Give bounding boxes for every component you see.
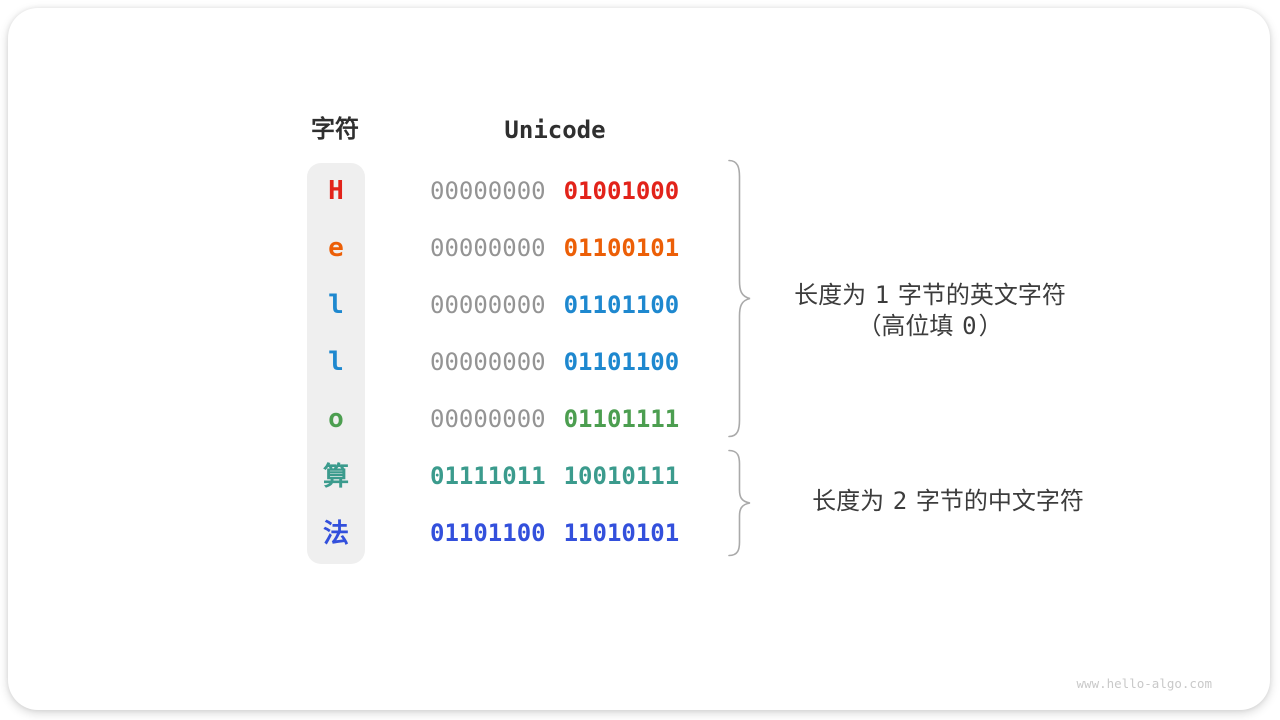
brace-path xyxy=(728,449,751,557)
annotation-chinese-chars: 长度为 2 字节的中文字符 xyxy=(770,486,1126,517)
column-header-unicode: Unicode xyxy=(504,116,606,144)
unicode-binary-cell: 00000000 01101100 xyxy=(430,288,679,322)
annotation-line: 长度为 1 字节的英文字符 xyxy=(794,281,1066,309)
low-byte: 01001000 xyxy=(563,177,680,205)
low-byte: 11010101 xyxy=(563,519,680,547)
table-row: l 00000000 01101100 xyxy=(0,345,1280,379)
table-row: o 00000000 01101111 xyxy=(0,402,1280,436)
character-cell: 法 xyxy=(322,518,349,548)
table-row: l 00000000 01101100 xyxy=(0,288,1280,322)
unicode-binary-cell: 00000000 01100101 xyxy=(430,231,679,265)
annotation-line: （高位填 0） xyxy=(857,312,1003,340)
character-cell: l xyxy=(328,347,344,377)
brace-english-group xyxy=(728,159,751,438)
high-byte: 01111011 xyxy=(430,462,546,490)
high-byte: 01101100 xyxy=(430,519,546,547)
high-byte: 00000000 xyxy=(430,348,546,376)
annotation-english-chars: 长度为 1 字节的英文字符 （高位填 0） xyxy=(770,280,1090,342)
annotation-line: 长度为 2 字节的中文字符 xyxy=(812,487,1084,515)
low-byte: 01101100 xyxy=(563,291,680,319)
high-byte: 00000000 xyxy=(430,405,546,433)
high-byte: 00000000 xyxy=(430,234,546,262)
character-cell: e xyxy=(328,233,344,263)
column-header-character: 字符 xyxy=(311,116,359,143)
character-cell: 算 xyxy=(322,461,349,491)
unicode-binary-cell: 00000000 01101111 xyxy=(430,402,679,436)
character-cell: l xyxy=(328,290,344,320)
character-column-background xyxy=(307,163,365,564)
table-row: 法 01101100 11010101 xyxy=(0,516,1280,550)
brace-path xyxy=(728,159,751,438)
brace-chinese-group xyxy=(728,449,751,557)
low-byte: 10010111 xyxy=(563,462,680,490)
low-byte: 01101100 xyxy=(563,348,680,376)
unicode-binary-cell: 01111011 10010111 xyxy=(430,459,679,493)
low-byte: 01101111 xyxy=(563,405,680,433)
character-cell: o xyxy=(328,404,344,434)
high-byte: 00000000 xyxy=(430,291,546,319)
unicode-binary-cell: 00000000 01101100 xyxy=(430,345,679,379)
table-row: H 00000000 01001000 xyxy=(0,174,1280,208)
low-byte: 01100101 xyxy=(563,234,680,262)
high-byte: 00000000 xyxy=(430,177,546,205)
table-row: e 00000000 01100101 xyxy=(0,231,1280,265)
unicode-binary-cell: 01101100 11010101 xyxy=(430,516,679,550)
diagram-card xyxy=(8,8,1270,710)
character-cell: H xyxy=(328,176,344,206)
unicode-binary-cell: 00000000 01001000 xyxy=(430,174,679,208)
watermark-url: www.hello-algo.com xyxy=(1076,676,1212,691)
table-row: 算 01111011 10010111 xyxy=(0,459,1280,493)
